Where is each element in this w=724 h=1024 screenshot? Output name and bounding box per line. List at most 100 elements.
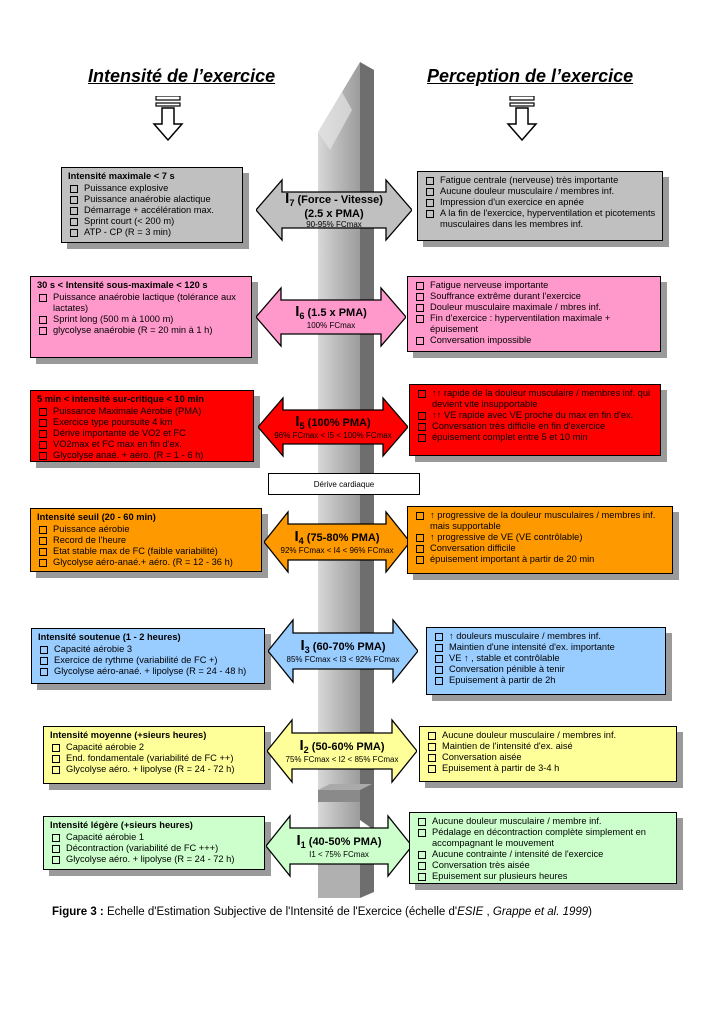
- list-item: Conversation impossible: [414, 335, 654, 346]
- list-item: Exercice type poursuite 4 km: [37, 417, 247, 428]
- list-item: Epuisement sur plusieurs heures: [416, 871, 670, 882]
- level-7-name: (Force - Vitesse): [297, 193, 383, 206]
- list-item: Sprint court (< 200 m): [68, 216, 236, 227]
- list-item: Conversation très difficile en fin d'exe…: [416, 421, 654, 432]
- level-2-number: 2: [303, 745, 309, 756]
- figure-caption-end: ): [588, 906, 593, 918]
- level-5-number: 5: [299, 421, 305, 432]
- level-5-name: (100% PMA): [307, 416, 371, 429]
- level-1-fc: I1 < 75% FCmax: [309, 850, 369, 860]
- level-7-code: I: [285, 189, 290, 207]
- level-4-number: 4: [298, 536, 304, 547]
- level-1-code: I: [296, 831, 301, 849]
- list-item: Puissance anaérobie lactique (tolérance …: [37, 292, 245, 314]
- list-item: Pédalage en décontraction complète simpl…: [416, 827, 670, 849]
- list-item: Capacité aérobie 3: [38, 644, 258, 655]
- right-down-arrow-icon: [506, 96, 538, 142]
- level-4-intensity-box: Intensité seuil (20 - 60 min) Puissance …: [30, 508, 262, 572]
- level-4-code: I: [294, 527, 299, 545]
- level-6-code: I: [295, 302, 300, 320]
- figure-caption-label: Figure 3 :: [52, 906, 104, 918]
- level-5-intensity-title: 5 min < intensité sur-critique < 10 min: [37, 394, 204, 404]
- list-item: épuisement complet entre 5 et 10 min: [416, 432, 654, 443]
- level-1-number: 1: [300, 840, 306, 851]
- list-item: Sprint long (500 m à 1000 m): [37, 314, 245, 325]
- list-item: Fatigue centrale (nerveuse) très importa…: [424, 175, 656, 186]
- level-6-fc: 100% FCmax: [306, 321, 356, 331]
- level-6-double-arrow: I6 (1.5 x PMA) 100% FCmax: [256, 286, 406, 348]
- level-7-fc: 90-95% FCmax: [306, 220, 362, 230]
- figure-caption: Figure 3 : Echelle d'Estimation Subjecti…: [52, 906, 592, 918]
- level-3-name: (60-70% PMA): [312, 640, 386, 653]
- level-4-perception-box: ↑ progressive de la douleur musculaires …: [407, 506, 673, 574]
- level-6-intensity-title: 30 s < Intensité sous-maximale < 120 s: [37, 280, 208, 290]
- level-1-perception-box: Aucune douleur musculaire / membre inf. …: [409, 812, 677, 884]
- level-4-fc: 92% FCmax < I4 < 96% FCmax: [280, 546, 394, 556]
- list-item: Exercice de rythme (variabilité de FC +): [38, 655, 258, 666]
- list-item: Souffrance extrême durant l'exercice: [414, 291, 654, 302]
- list-item: Aucune contrainte / intensité de l'exerc…: [416, 849, 670, 860]
- level-2-intensity-box: Intensité moyenne (+sieurs heures) Capac…: [43, 726, 265, 784]
- list-item: Impression d'un exercice en apnée: [424, 197, 656, 208]
- list-item: Fatigue nerveuse importante: [414, 280, 654, 291]
- list-item: Puissance aérobie: [37, 524, 255, 535]
- list-item: Aucune douleur musculaire / membre inf.: [416, 816, 670, 827]
- list-item: Glycolyse aéro. + lipolyse (R = 24 - 72 …: [50, 854, 258, 865]
- list-item: Glycolyse aéro-anaé. + lipolyse (R = 24 …: [38, 666, 258, 677]
- list-item: Conversation aisée: [426, 752, 670, 763]
- list-item: Démarrage + accélération max.: [68, 205, 236, 216]
- level-2-perception-box: Aucune douleur musculaire / membres inf.…: [419, 726, 677, 782]
- list-item: Capacité aérobie 2: [50, 742, 258, 753]
- level-4-intensity-title: Intensité seuil (20 - 60 min): [37, 512, 156, 522]
- list-item: Douleur musculaire maximale / mbres inf.: [414, 302, 654, 313]
- figure-caption-separator: ,: [483, 906, 493, 918]
- list-item: VO2max et FC max en fin d'ex.: [37, 439, 247, 450]
- level-1-intensity-title: Intensité légère (+sieurs heures): [50, 820, 193, 830]
- list-item: Décontraction (variabilité de FC +++): [50, 843, 258, 854]
- figure-caption-citation: Grappe et al. 1999: [492, 906, 589, 918]
- list-item: Fin d'exercice : hyperventilation maxima…: [414, 313, 654, 335]
- list-item: Aucune douleur musculaire / membres inf.: [426, 730, 670, 741]
- level-3-fc: 85% FCmax < I3 < 92% FCmax: [286, 655, 400, 665]
- level-3-double-arrow: I3 (60-70% PMA) 85% FCmax < I3 < 92% FCm…: [268, 618, 418, 684]
- figure-caption-acronym: ESIE: [457, 906, 484, 918]
- list-item: Maintien d'une intensité d'ex. important…: [433, 642, 659, 653]
- list-item: Glycolyse anaé. + aéro. (R = 1 - 6 h): [37, 450, 247, 461]
- list-item: ATP - CP (R = 3 min): [68, 227, 236, 238]
- list-item: Conversation très aisée: [416, 860, 670, 871]
- figure-caption-text: Echelle d'Estimation Subjective de l'Int…: [103, 906, 458, 918]
- list-item: A la fin de l'exercice, hyperventilation…: [424, 208, 656, 230]
- list-item: Conversation difficile: [414, 543, 666, 554]
- level-6-number: 6: [299, 311, 305, 322]
- list-item: ↑ progressive de VE (VE contrôlable): [414, 532, 666, 543]
- level-4-double-arrow: I4 (75-80% PMA) 92% FCmax < I4 < 96% FCm…: [264, 510, 410, 574]
- level-2-intensity-title: Intensité moyenne (+sieurs heures): [50, 730, 207, 740]
- list-item: Dérive importante de VO2 et FC: [37, 428, 247, 439]
- left-column-header: Intensité de l’exercice: [88, 66, 276, 86]
- list-item: ↑ progressive de la douleur musculaires …: [414, 510, 666, 532]
- level-7-pma: (2.5 x PMA): [304, 208, 364, 221]
- level-3-number: 3: [304, 645, 310, 656]
- level-4-name: (75-80% PMA): [306, 531, 380, 544]
- level-3-intensity-title: Intensité soutenue (1 - 2 heures): [38, 632, 181, 642]
- level-5-double-arrow: I5 (100% PMA) 96% FCmax < I5 < 100% FCma…: [258, 396, 408, 458]
- level-1-intensity-box: Intensité légère (+sieurs heures) Capaci…: [43, 816, 265, 870]
- level-2-fc: 75% FCmax < I2 < 85% FCmax: [285, 755, 399, 765]
- list-item: Conversation pénible à tenir: [433, 664, 659, 675]
- list-item: VE ↑ , stable et contrôlable: [433, 653, 659, 664]
- cardiac-drift-label: Dérive cardiaque: [268, 473, 420, 495]
- level-5-perception-box: ↑↑ rapide de la douleur musculaire / mem…: [409, 384, 661, 456]
- level-7-intensity-box: Intensité maximale < 7 s Puissance explo…: [61, 167, 243, 243]
- list-item: ↑↑ VE rapide avec VE proche du max en fi…: [416, 410, 654, 421]
- level-2-code: I: [299, 736, 304, 754]
- list-item: ↑ douleurs musculaire / membres inf.: [433, 631, 659, 642]
- list-item: glycolyse anaérobie (R = 20 min à 1 h): [37, 325, 245, 336]
- level-3-perception-box: ↑ douleurs musculaire / membres inf. Mai…: [426, 627, 666, 695]
- list-item: ↑↑ rapide de la douleur musculaire / mem…: [416, 388, 654, 410]
- list-item: Maintien de l'intensité d'ex. aisé: [426, 741, 670, 752]
- list-item: Puissance explosive: [68, 183, 236, 194]
- level-7-double-arrow: I7 (Force - Vitesse) (2.5 x PMA) 90-95% …: [256, 178, 412, 242]
- level-6-intensity-box: 30 s < Intensité sous-maximale < 120 s P…: [30, 276, 252, 358]
- list-item: Aucune douleur musculaire / membres inf.: [424, 186, 656, 197]
- level-5-fc: 96% FCmax < I5 < 100% FCmax: [274, 431, 392, 441]
